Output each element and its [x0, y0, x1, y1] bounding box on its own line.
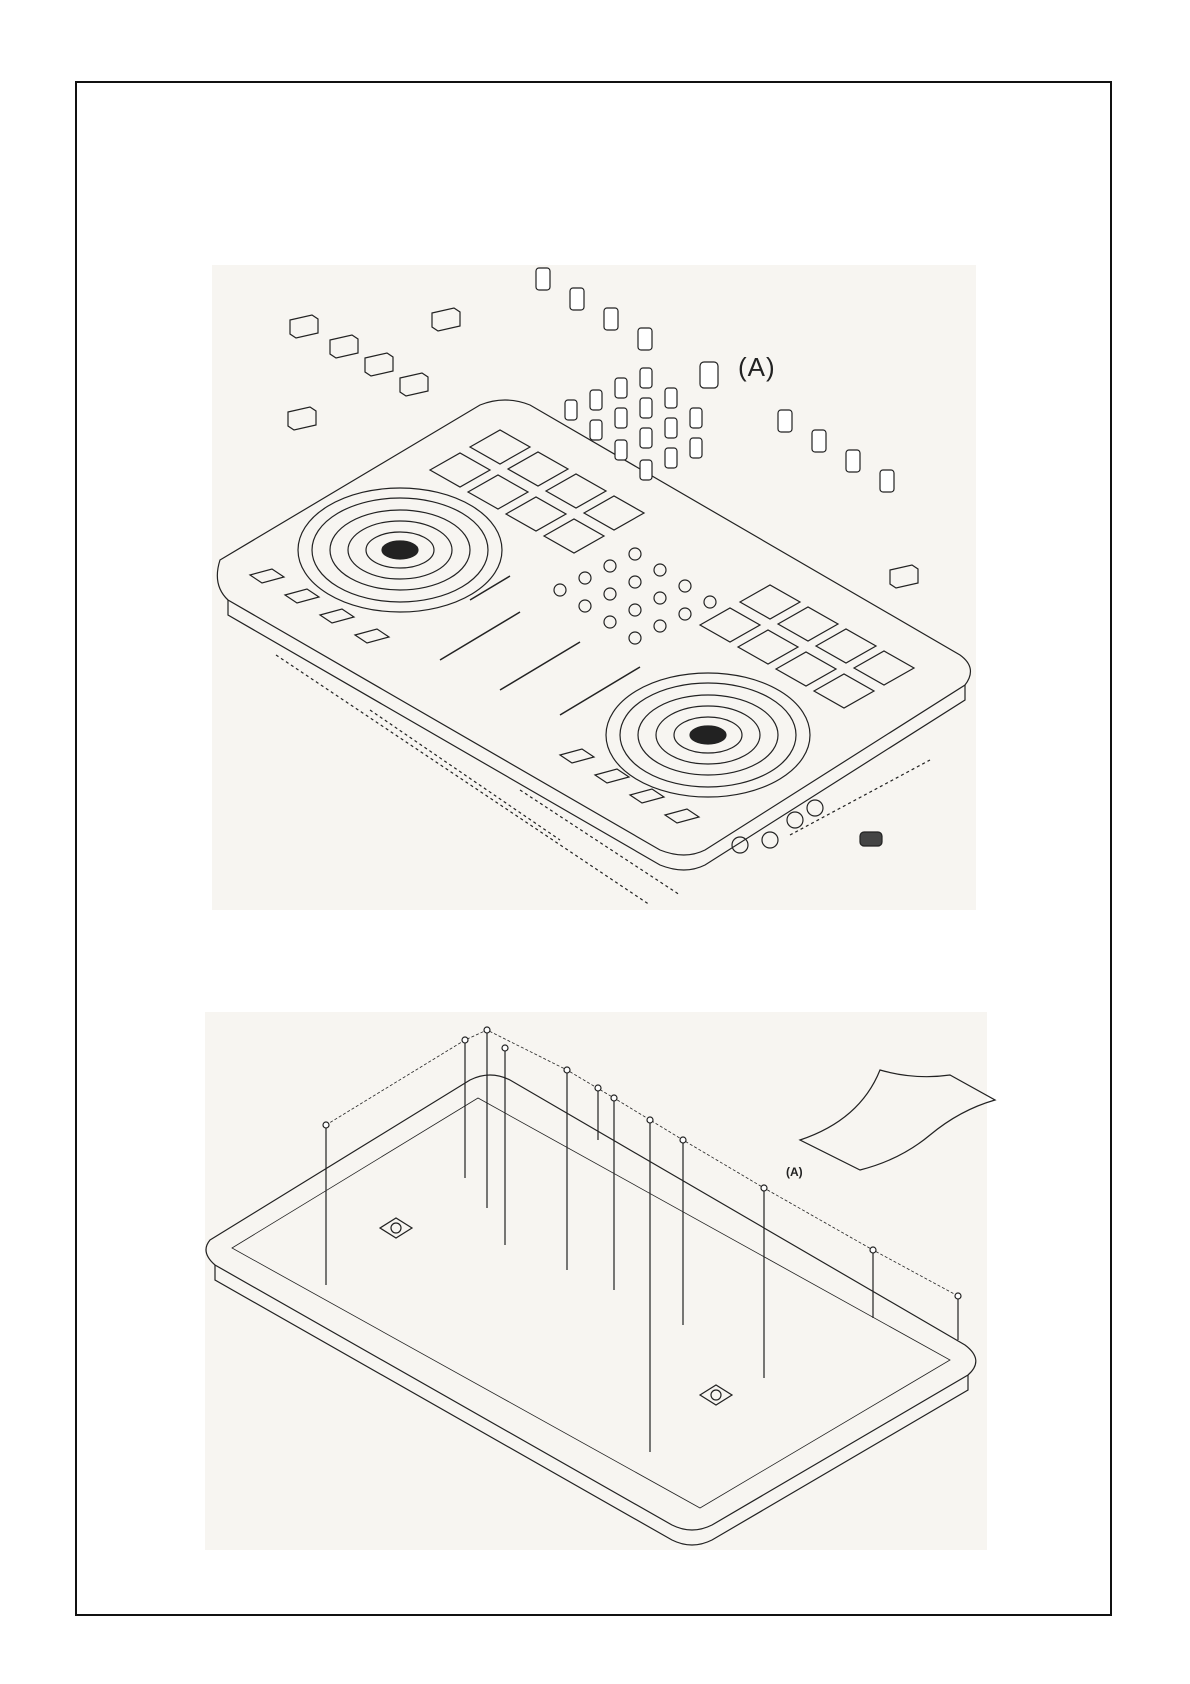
controller-base-view [206, 1027, 995, 1545]
jog-wheel-left [298, 488, 502, 612]
base-feet [380, 1218, 732, 1405]
screws-exploded [323, 1027, 961, 1452]
jog-wheel-right [606, 673, 810, 797]
fader-tracks [440, 576, 640, 715]
callout-a-top: (A) [738, 352, 776, 383]
transport-buttons [250, 569, 699, 823]
controller-body-side [228, 600, 965, 870]
knobs-exploded [536, 268, 894, 492]
mixer-knobs [554, 548, 716, 644]
pad-grid-right [700, 585, 914, 708]
base-outline [206, 1075, 976, 1530]
pad-grid-left [430, 430, 644, 553]
controller-top-view [217, 268, 970, 905]
callout-a-bottom: (A) [786, 1165, 803, 1179]
ribbon-sheet [800, 1070, 995, 1170]
